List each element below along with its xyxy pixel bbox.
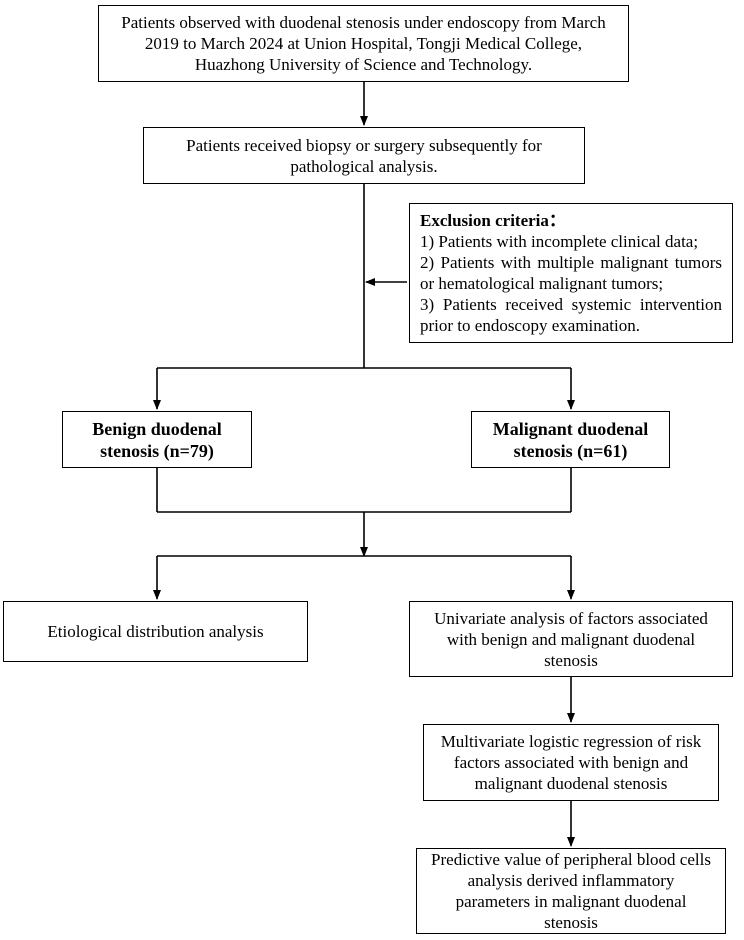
exclusion-item-2: 2) Patients with multiple malignant tumo… [420,253,722,293]
etiology-box: Etiological distribution analysis [3,601,308,662]
exclusion-criteria-box: Exclusion criteria： 1) Patients with inc… [409,203,733,343]
exclusion-title: Exclusion criteria： [420,211,566,230]
exclusion-item-1: 1) Patients with incomplete clinical dat… [420,232,699,251]
malignant-box: Malignant duodenal stenosis (n=61) [471,411,670,468]
predictive-box: Predictive value of peripheral blood cel… [416,848,726,934]
univariate-box: Univariate analysis of factors associate… [409,601,733,677]
multivariate-box: Multivariate logistic regression of risk… [423,724,719,801]
exclusion-item-3: 3) Patients received systemic interventi… [420,295,722,335]
benign-box: Benign duodenal stenosis (n=79) [62,411,252,468]
start-box: Patients observed with duodenal stenosis… [98,5,629,82]
pathology-box: Patients received biopsy or surgery subs… [143,127,585,184]
